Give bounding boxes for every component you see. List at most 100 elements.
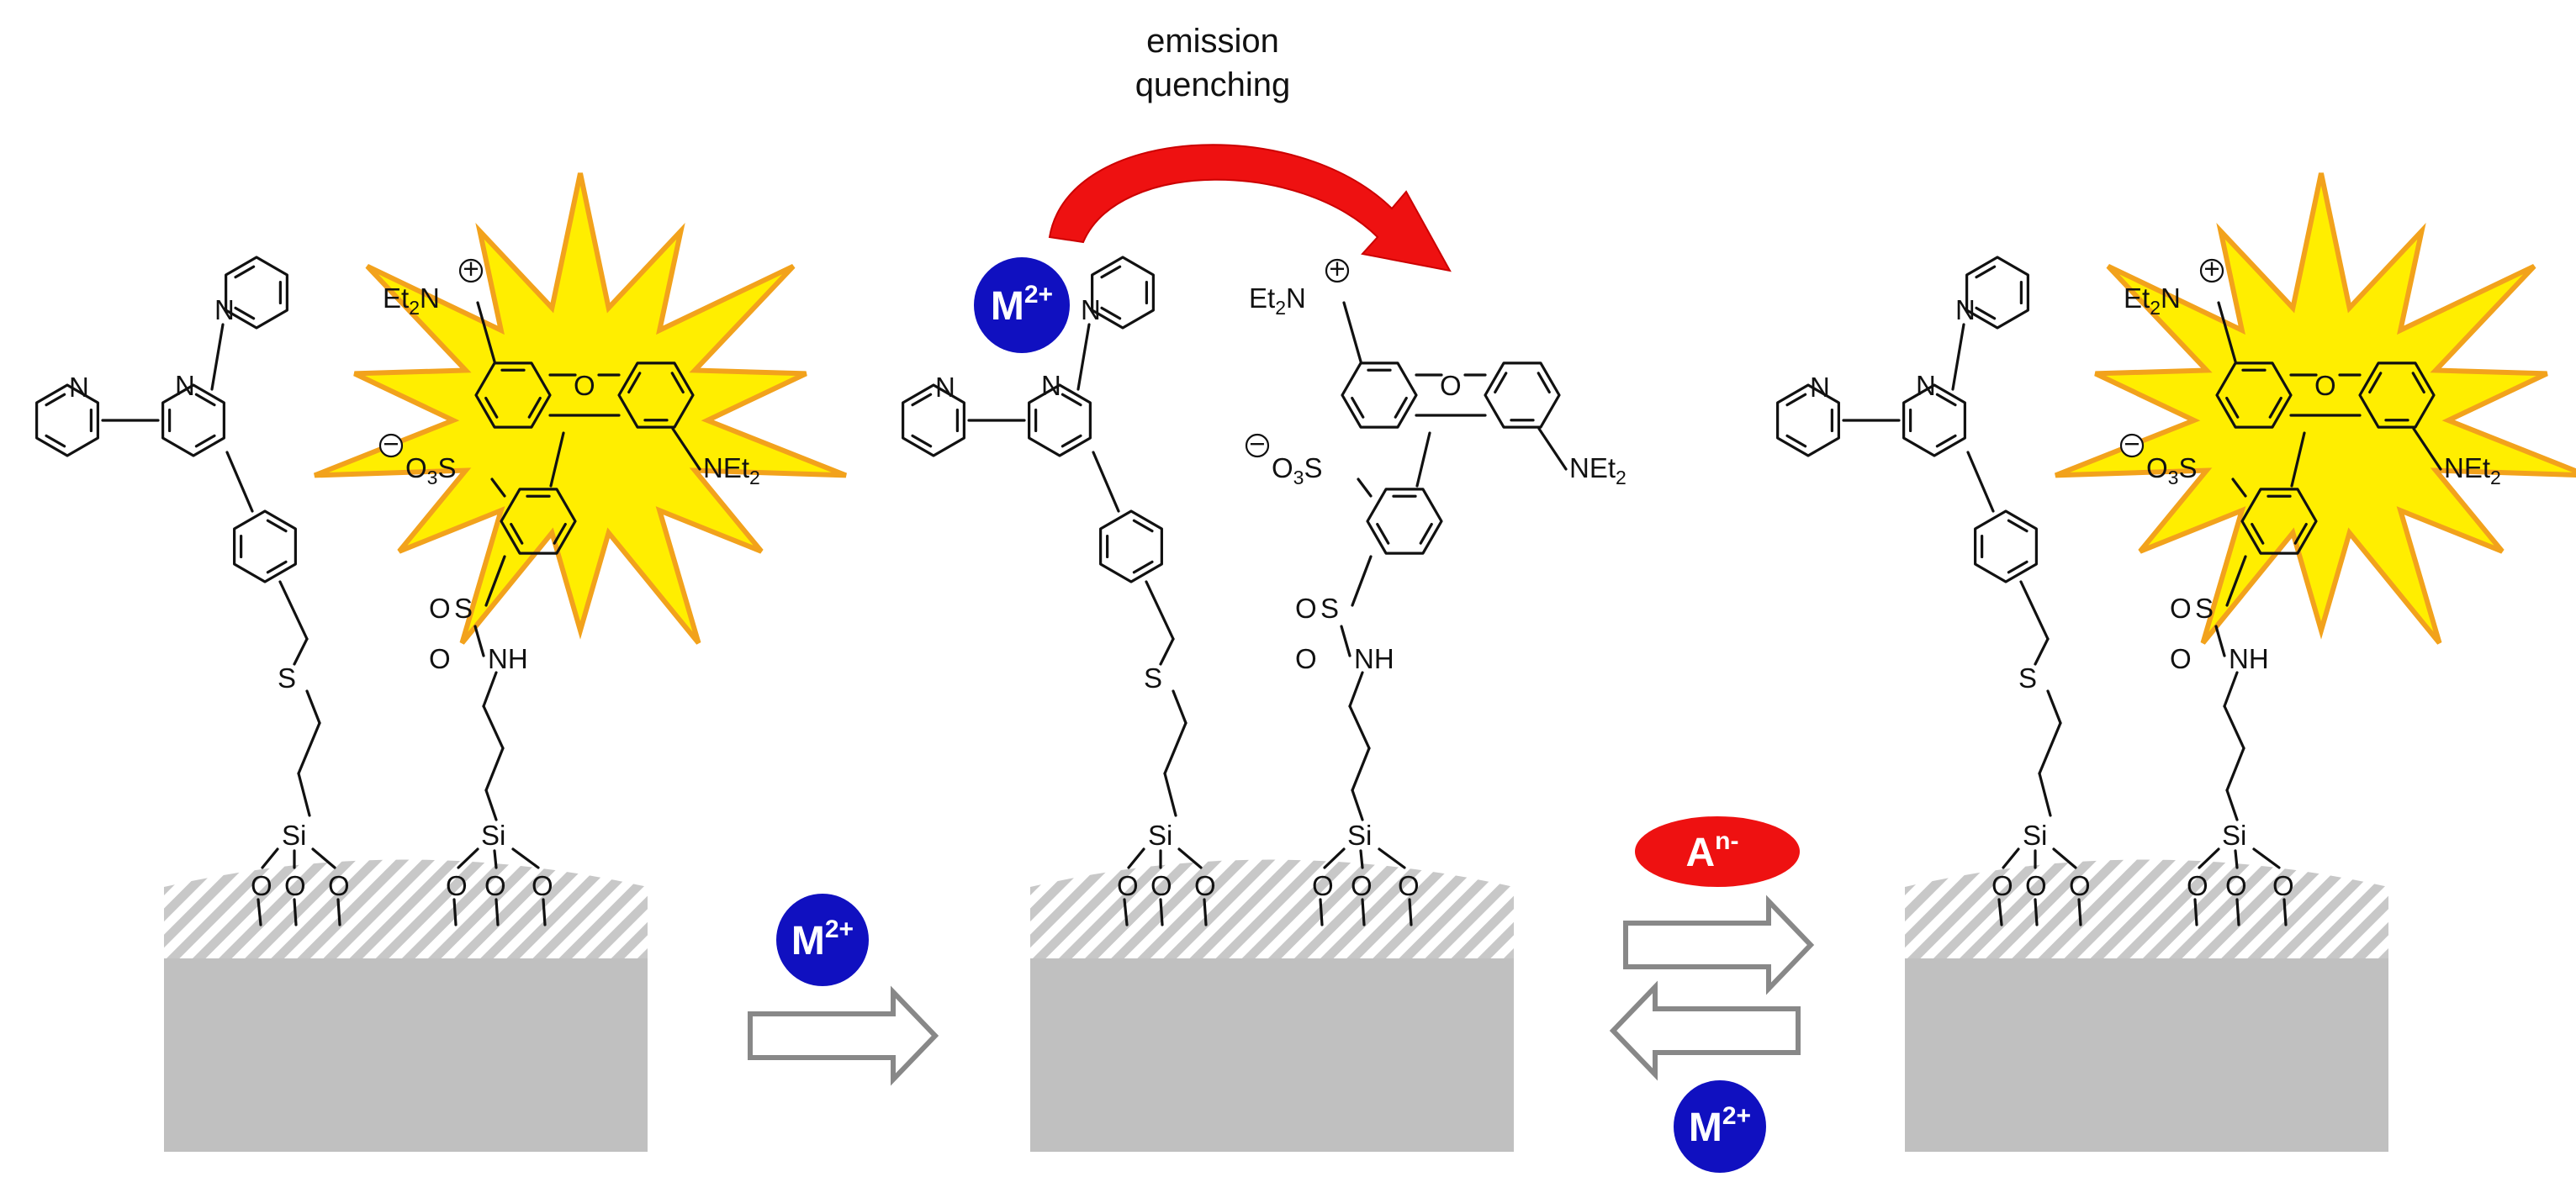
pyridine-n-left: N bbox=[935, 372, 955, 403]
oxygen-4: O bbox=[2187, 870, 2208, 901]
pyridine-ring-top bbox=[225, 256, 288, 330]
oxygen-1: O bbox=[251, 870, 272, 901]
xanthene-o: O bbox=[1440, 370, 1462, 401]
pendant-aryl-ring bbox=[500, 488, 577, 555]
pyridine-ring-center bbox=[1028, 383, 1092, 457]
emission-starburst bbox=[314, 172, 847, 645]
thioether-s: S bbox=[1144, 662, 1162, 694]
minus-charge bbox=[378, 433, 404, 458]
xanthene-ring-right bbox=[2358, 362, 2436, 429]
plus-charge bbox=[458, 258, 484, 283]
amine-label: NEt2 bbox=[1569, 452, 1627, 488]
sulfonyl-o-2: O bbox=[2170, 643, 2192, 674]
emission-label-line2: quenching bbox=[1135, 66, 1291, 103]
oxygen-2: O bbox=[1150, 870, 1172, 901]
svg-text:+: + bbox=[1329, 253, 1345, 284]
pyridine-n-center: N bbox=[1041, 370, 1061, 401]
silica-surface-hatch bbox=[164, 859, 648, 958]
pyridine-n-center: N bbox=[1916, 370, 1936, 401]
plus-charge bbox=[1325, 258, 1350, 283]
amide-nh: NH bbox=[2229, 643, 2269, 674]
emission-label-line1: emission bbox=[1146, 23, 1279, 60]
svg-text:M2+: M2+ bbox=[1689, 1102, 1751, 1150]
silicon-right: Si bbox=[1347, 820, 1372, 851]
substrate-block bbox=[1030, 958, 1514, 1152]
pyridine-n-top: N bbox=[1955, 294, 1976, 325]
amide-nh: NH bbox=[1354, 643, 1394, 674]
sulfonate-label: O3S bbox=[1272, 452, 1322, 488]
silicon-left: Si bbox=[2023, 820, 2047, 851]
sulfonyl-s: S bbox=[1320, 593, 1339, 624]
oxygen-5: O bbox=[1351, 870, 1373, 901]
minus-charge bbox=[1245, 433, 1270, 458]
silica-surface-hatch bbox=[1030, 859, 1514, 958]
xanthene-o: O bbox=[574, 370, 595, 401]
svg-text:An-: An- bbox=[1686, 827, 1739, 875]
sulfonyl-o-2: O bbox=[429, 643, 451, 674]
oxygen-3: O bbox=[328, 870, 350, 901]
pendant-aryl-ring bbox=[2240, 488, 2318, 555]
xanthene-ring-left bbox=[2215, 362, 2293, 429]
process-arrow-to-left bbox=[1609, 980, 1801, 1081]
pyridine-n-left: N bbox=[69, 372, 89, 403]
minus-charge bbox=[2119, 433, 2145, 458]
phenyl-ring bbox=[1974, 509, 2038, 583]
sulfonyl-o-1: O bbox=[1295, 593, 1317, 624]
silicon-left: Si bbox=[1148, 820, 1172, 851]
svg-text:M2+: M2+ bbox=[791, 916, 854, 963]
thioether-s: S bbox=[2018, 662, 2037, 694]
amine-label: NEt2 bbox=[703, 452, 760, 488]
oxygen-3: O bbox=[1194, 870, 1216, 901]
quenching-arrow bbox=[1048, 144, 1452, 272]
xanthene-ring-left bbox=[474, 362, 552, 429]
sulfonyl-s: S bbox=[2195, 593, 2214, 624]
metal-ion-badge-3: M2+ bbox=[1674, 1080, 1766, 1173]
oxygen-2: O bbox=[2025, 870, 2047, 901]
metal-ion-badge-1: M2+ bbox=[776, 894, 869, 986]
metal-ion-badge-2: M2+ bbox=[974, 257, 1070, 353]
amide-nh: NH bbox=[488, 643, 528, 674]
pyridine-n-center: N bbox=[175, 370, 195, 401]
substrate-block bbox=[1905, 958, 2388, 1152]
pyridine-ring-top bbox=[1091, 256, 1155, 330]
iminium-label: Et2N bbox=[383, 282, 440, 319]
sulfonate-label: O3S bbox=[405, 452, 456, 488]
anion-badge: An- bbox=[1635, 816, 1800, 887]
plus-charge bbox=[2199, 258, 2224, 283]
svg-text:−: − bbox=[2124, 428, 2140, 459]
oxygen-6: O bbox=[2272, 870, 2294, 901]
sulfonate-label: O3S bbox=[2146, 452, 2197, 488]
silicon-left: Si bbox=[282, 820, 306, 851]
iminium-label: Et2N bbox=[2124, 282, 2181, 319]
silicon-right: Si bbox=[2222, 820, 2246, 851]
oxygen-1: O bbox=[1992, 870, 2013, 901]
oxygen-3: O bbox=[2069, 870, 2091, 901]
xanthene-ring-right bbox=[617, 362, 695, 429]
silicon-right: Si bbox=[481, 820, 505, 851]
pyridine-n-top: N bbox=[1081, 294, 1101, 325]
pyridine-ring-center bbox=[1902, 383, 1966, 457]
oxygen-5: O bbox=[2225, 870, 2247, 901]
phenyl-ring bbox=[233, 509, 297, 583]
oxygen-2: O bbox=[284, 870, 306, 901]
xanthene-ring-left bbox=[1341, 362, 1418, 429]
phenyl-ring bbox=[1099, 509, 1163, 583]
sulfonyl-s: S bbox=[454, 593, 473, 624]
thioether-s: S bbox=[278, 662, 296, 694]
oxygen-6: O bbox=[1398, 870, 1420, 901]
emission-starburst bbox=[2055, 172, 2576, 645]
oxygen-5: O bbox=[484, 870, 506, 901]
svg-text:M2+: M2+ bbox=[991, 281, 1053, 329]
pyridine-ring-top bbox=[1965, 256, 2029, 330]
substrate-block bbox=[164, 958, 648, 1152]
sulfonyl-o-1: O bbox=[429, 593, 451, 624]
amine-label: NEt2 bbox=[2444, 452, 2501, 488]
pyridine-n-left: N bbox=[1810, 372, 1830, 403]
oxygen-1: O bbox=[1117, 870, 1139, 901]
pyridine-ring-left bbox=[35, 383, 99, 457]
pyridine-ring-left bbox=[1776, 383, 1840, 457]
